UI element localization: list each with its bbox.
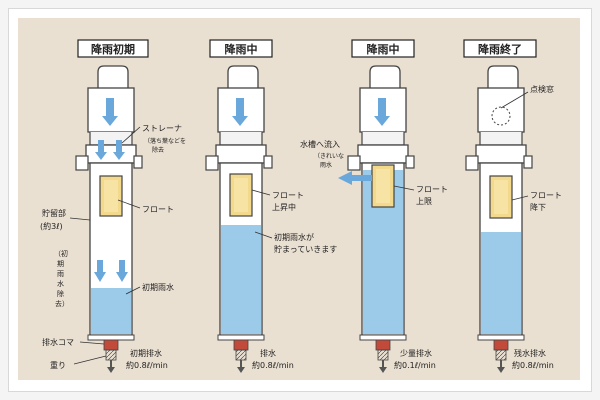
label-drain-small-rate: 約0.1ℓ/min (394, 360, 436, 370)
label-strainer: ストレーナ (142, 124, 182, 133)
svg-text:降雨中: 降雨中 (225, 42, 258, 56)
label-storage-volume: (約3ℓ) (40, 221, 63, 231)
label-drain-small: 少量排水 (400, 348, 432, 358)
label-float-rising: フロート (272, 191, 304, 200)
label-strainer-note-1: （落ち葉などを (144, 137, 186, 145)
label-float-up-2: 上限 (416, 197, 432, 206)
label-inspection-window: 点検窓 (530, 84, 554, 94)
svg-text:水: 水 (57, 279, 64, 288)
label-drain-early: 初期排水 (130, 348, 162, 358)
label-strainer-note-2: 除去 (152, 146, 164, 154)
device-early (75, 65, 143, 373)
label-drain-during-1-rate: 約0.8ℓ/min (252, 360, 294, 370)
label-to-tank: 水槽へ流入 (300, 139, 340, 149)
label-float-down-2: 降下 (530, 202, 546, 212)
svg-text:降雨終了: 降雨終了 (478, 42, 522, 56)
leader-lines (69, 91, 529, 365)
device-during-2 (338, 65, 415, 373)
stage-title-end: 降雨終了 (463, 39, 537, 58)
svg-text:降雨初期: 降雨初期 (91, 42, 135, 56)
device-end (465, 65, 533, 373)
label-float-up: フロート (416, 185, 448, 194)
label-first-rain-accum: 初期雨水が (274, 232, 314, 242)
label-drain-remain: 残水排水 (514, 348, 546, 358)
label-clean-rain-2: 雨水 (320, 161, 332, 169)
inspection-window (491, 106, 511, 126)
label-float-rising-2: 上昇中 (272, 202, 296, 212)
label-float-down: フロート (530, 191, 562, 200)
svg-text:雨: 雨 (57, 270, 64, 278)
svg-text:（初: （初 (54, 249, 68, 258)
device-during-1 (205, 65, 273, 373)
svg-text:去）: 去） (55, 299, 69, 308)
label-first-rain-accum-2: 貯まっていきます (274, 244, 337, 254)
label-drain-early-rate: 約0.8ℓ/min (126, 360, 168, 370)
label-float: フロート (142, 205, 174, 214)
label-first-rain-water: 初期雨水 (142, 282, 174, 292)
svg-text:降雨中: 降雨中 (367, 42, 400, 56)
label-weight: 重り (50, 360, 66, 370)
label-drain-piece: 排水コマ (42, 337, 74, 347)
label-drain-remain-rate: 約0.8ℓ/min (512, 360, 554, 370)
svg-text:期: 期 (57, 260, 64, 268)
stage-title-during-1: 降雨中 (209, 39, 273, 58)
label-storage: 貯留部 (42, 208, 66, 218)
svg-text:除: 除 (57, 289, 64, 298)
label-first-rain-removal: （初 期 雨 水 除 去） (54, 249, 69, 308)
label-clean-rain: （きれいな (314, 153, 344, 160)
stage-title-during-2: 降雨中 (351, 39, 415, 58)
label-drain-during-1: 排水 (260, 348, 276, 358)
stage-title-early: 降雨初期 (77, 39, 149, 58)
